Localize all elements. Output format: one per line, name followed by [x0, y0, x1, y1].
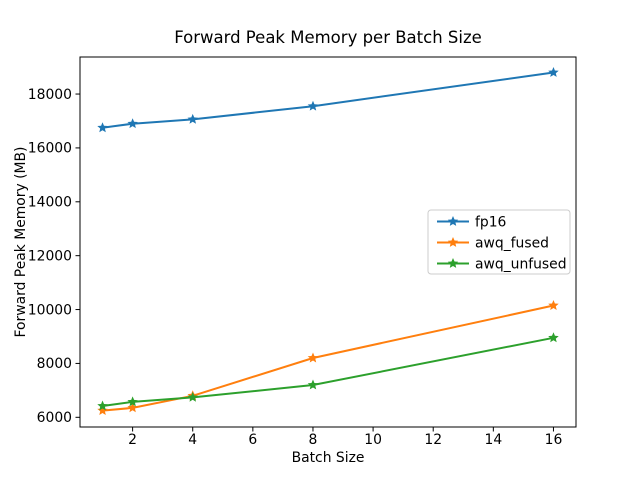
y-tick-label: 14000: [28, 195, 72, 211]
data-point-awq_fused: [548, 300, 559, 310]
y-axis-label: Forward Peak Memory (MB): [13, 147, 29, 338]
series-line-awq_unfused: [101, 336, 555, 407]
data-point-awq_fused: [127, 402, 138, 413]
data-point-fp16: [548, 67, 559, 77]
data-point-fp16: [127, 118, 138, 129]
data-point-awq_unfused: [187, 391, 198, 402]
data-point-fp16: [307, 100, 319, 111]
x-tick-label: 4: [188, 432, 197, 448]
x-axis-label: Batch Size: [292, 450, 365, 466]
legend-marker-awq_unfused: [447, 258, 459, 268]
data-point-fp16: [187, 113, 198, 124]
x-tick-label: 10: [364, 432, 382, 448]
y-tick-label: 16000: [28, 141, 72, 157]
x-tick-label: 2: [128, 432, 137, 448]
axes-frame: [79, 56, 577, 428]
x-tick-label: 14: [484, 432, 502, 448]
y-tick-label: 18000: [28, 87, 72, 103]
data-point-awq_unfused: [307, 379, 319, 390]
data-point-awq_unfused: [97, 400, 108, 411]
series-line-fp16: [101, 71, 555, 129]
legend-marker-awq_fused: [447, 237, 459, 247]
data-point-awq_fused: [97, 405, 108, 415]
x-tick-label: 12: [424, 432, 442, 448]
data-point-fp16: [97, 122, 108, 133]
data-point-awq_unfused: [548, 332, 559, 343]
x-tick-label: 6: [248, 432, 257, 448]
y-tick-label: 10000: [28, 302, 72, 318]
data-point-awq_fused: [307, 352, 319, 363]
series-line-awq_fused: [101, 304, 555, 412]
data-point-awq_unfused: [127, 396, 138, 407]
x-tick-label: 16: [545, 432, 563, 448]
x-tick-label: 8: [309, 432, 318, 448]
legend-box: [427, 209, 571, 275]
plot-area: 2 4 6 8 10 12 14 16 6000 8000 10000 12000 14000 16000…: [28, 56, 577, 448]
y-tick-label: 12000: [28, 248, 72, 264]
legend-label-awq_unfused: awq_unfused: [475, 256, 567, 272]
y-tick-label: 6000: [37, 410, 72, 426]
chart-title: Forward Peak Memory per Batch Size: [174, 28, 482, 47]
legend-label-fp16: fp16: [475, 214, 506, 230]
legend-label-awq_fused: awq_fused: [475, 235, 549, 251]
legend-marker-fp16: [447, 216, 459, 226]
y-tick-label: 8000: [37, 356, 72, 372]
